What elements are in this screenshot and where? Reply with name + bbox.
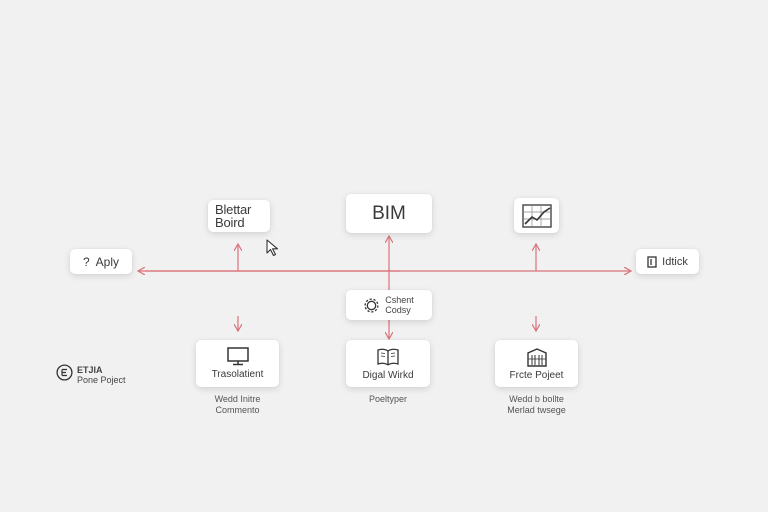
translation-caption-line1: Wedd Initre xyxy=(214,394,261,404)
digital-caption: Poeltyper xyxy=(346,394,430,405)
project-caption-line2: Merlad twsege xyxy=(507,405,566,415)
bim-node[interactable]: BIM xyxy=(346,194,432,233)
center-node[interactable]: Cshent Codsy xyxy=(346,290,432,320)
idtick-node[interactable]: Idtick xyxy=(636,249,699,274)
project-label: Frcte Pojeet xyxy=(509,369,564,381)
center-line2: Codsy xyxy=(385,305,411,315)
building-icon xyxy=(525,347,549,367)
letter-board-line1: Blettar xyxy=(215,202,252,217)
digital-label: Digal Wirkd xyxy=(362,369,414,381)
digital-caption-line1: Poeltyper xyxy=(368,394,408,404)
project-caption: Wedd b bollte Merlad twsege xyxy=(495,394,578,416)
project-caption-line1: Wedd b bollte xyxy=(509,394,564,404)
apply-node[interactable]: ? Aply xyxy=(70,249,132,274)
gear-icon xyxy=(364,297,379,313)
project-node[interactable]: Frcte Pojeet xyxy=(495,340,578,387)
chart-node[interactable] xyxy=(514,198,559,233)
bim-label: BIM xyxy=(372,202,406,224)
book-icon xyxy=(375,347,401,367)
apply-label: Aply xyxy=(95,254,120,269)
document-icon xyxy=(647,255,657,268)
translation-node[interactable]: Trasolatient xyxy=(196,340,279,387)
logo-line1: ETJIA xyxy=(77,365,103,375)
center-line1: Cshent xyxy=(385,295,414,305)
idtick-label: Idtick xyxy=(662,255,688,268)
digital-node[interactable]: Digal Wirkd xyxy=(346,340,430,387)
logo-icon xyxy=(56,364,73,386)
monitor-icon xyxy=(226,347,250,366)
logo-line2: Pone Poject xyxy=(77,375,126,385)
line-chart-icon xyxy=(521,203,552,228)
translation-label: Trasolatient xyxy=(211,369,264,380)
cursor-icon xyxy=(266,239,281,262)
translation-caption-line2: Commento xyxy=(215,405,260,415)
sidebar-logo: ETJIA Pone Poject xyxy=(56,364,126,386)
question-icon: ? xyxy=(82,254,90,269)
translation-caption: Wedd Initre Commento xyxy=(196,394,279,416)
letter-board-line2: Boird xyxy=(215,215,245,230)
letter-board-node[interactable]: Blettar Boird xyxy=(208,200,270,232)
